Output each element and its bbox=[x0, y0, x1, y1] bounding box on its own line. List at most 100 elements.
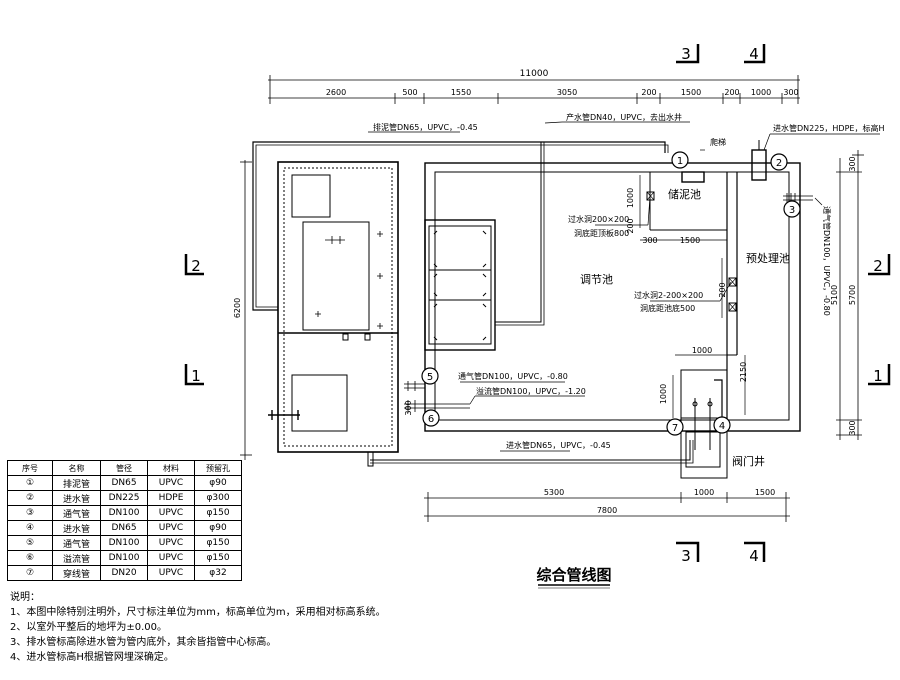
dim-top-seg-2: 500 bbox=[402, 88, 417, 97]
table-row: ④ 进水管 DN65 UPVC φ90 bbox=[7, 520, 242, 536]
table-row: ⑦ 穿线管 DN20 UPVC φ32 bbox=[7, 565, 242, 581]
legend-cell: ⑤ bbox=[7, 535, 53, 551]
legend-header: 材料 bbox=[147, 460, 195, 476]
legend-header: 管径 bbox=[100, 460, 148, 476]
legend-header: 名称 bbox=[52, 460, 101, 476]
legend-cell: ③ bbox=[7, 505, 53, 521]
section-label-top-3: 3 bbox=[681, 45, 691, 63]
dim-inner-1000-c: 1000 bbox=[659, 384, 668, 404]
legend-header: 预留孔 bbox=[194, 460, 242, 476]
circle-marker-4: 4 bbox=[713, 416, 731, 434]
dim-bottom-seg-3: 1500 bbox=[755, 488, 775, 497]
dim-inner-200-left: 200 bbox=[718, 282, 727, 297]
label-opening-1a: 过水洞200×200 bbox=[568, 214, 629, 224]
label-opening-2b: 洞底距池底500 bbox=[640, 303, 695, 313]
legend-cell: 进水管 bbox=[52, 520, 101, 536]
dim-top-seg-3: 1550 bbox=[451, 88, 471, 97]
dim-inner-1000-b: 1000 bbox=[692, 346, 712, 355]
circle-marker-7: 7 bbox=[666, 418, 684, 436]
section-marker-bottom-3 bbox=[676, 541, 700, 562]
section-label-left-2: 2 bbox=[191, 257, 201, 275]
svg-text:4: 4 bbox=[719, 421, 725, 432]
note-item: 4、进水管标高H根据管网埋深确定。 bbox=[10, 652, 174, 663]
dim-top-seg-6: 1500 bbox=[681, 88, 701, 97]
note-item: 1、本图中除特别注明外，尺寸标注单位为mm，标高单位为m，采用相对标高系统。 bbox=[10, 607, 386, 618]
legend-cell: φ90 bbox=[194, 520, 242, 536]
section-label-bottom-4: 4 bbox=[749, 547, 759, 565]
legend-cell: 穿线管 bbox=[52, 565, 101, 581]
legend-cell: ⑦ bbox=[7, 565, 53, 581]
leader-lines bbox=[368, 121, 880, 452]
dim-bottom-seg-2: 1000 bbox=[694, 488, 714, 497]
section-label-left-1: 1 bbox=[191, 367, 201, 385]
legend-cell: HDPE bbox=[147, 490, 195, 506]
legend-cell: 排泥管 bbox=[52, 475, 101, 491]
dim-top-seg-1: 2600 bbox=[326, 88, 346, 97]
dim-top-seg-9: 300 bbox=[783, 88, 798, 97]
section-marker-right-2 bbox=[868, 254, 891, 276]
sludge-pipe bbox=[252, 141, 669, 311]
legend-cell: DN20 bbox=[100, 565, 148, 581]
dim-top-seg-4: 3050 bbox=[557, 88, 577, 97]
svg-text:6: 6 bbox=[428, 414, 434, 425]
dim-inner-2150: 2150 bbox=[739, 362, 748, 382]
dim-top-seg-7: 200 bbox=[724, 88, 739, 97]
legend-cell: φ32 bbox=[194, 565, 242, 581]
legend-cell: φ150 bbox=[194, 505, 242, 521]
table-row: ⑤ 通气管 DN100 UPVC φ150 bbox=[7, 535, 242, 551]
svg-text:3: 3 bbox=[789, 205, 795, 216]
legend-cell: DN100 bbox=[100, 535, 148, 551]
label-sludge-tank: 储泥池 bbox=[668, 187, 701, 201]
dim-top-seg-5: 200 bbox=[641, 88, 656, 97]
dim-inner-1500: 1500 bbox=[680, 236, 700, 245]
legend-cell: DN100 bbox=[100, 505, 148, 521]
drawing-title: 综合管线图 bbox=[536, 566, 611, 584]
note-item: 2、以室外平整后的地坪为±0.00。 bbox=[10, 622, 168, 633]
dim-inner-300: 300 bbox=[642, 236, 657, 245]
label-adjust-tank: 调节池 bbox=[580, 273, 613, 286]
section-marker-left-2 bbox=[184, 254, 204, 276]
legend-cell: 进水管 bbox=[52, 490, 101, 506]
vent-pipe-3 bbox=[783, 193, 813, 203]
circle-marker-2: 2 bbox=[770, 153, 788, 171]
label-opening-2a: 过水洞2-200×200 bbox=[634, 290, 703, 300]
section-marker-top-3 bbox=[676, 44, 700, 64]
table-row: ① 排泥管 DN65 UPVC φ90 bbox=[7, 475, 242, 491]
legend-cell: φ300 bbox=[194, 490, 242, 506]
equipment-room bbox=[268, 161, 399, 453]
legend-cell: DN65 bbox=[100, 520, 148, 536]
dim-right-inner: 5100 bbox=[830, 285, 839, 305]
section-label-right-1: 1 bbox=[873, 367, 883, 385]
circle-marker-6: 6 bbox=[422, 409, 440, 427]
legend-cell: UPVC bbox=[147, 505, 195, 521]
dim-left-total: 6200 bbox=[233, 298, 242, 318]
dim-inner-300-left: 300 bbox=[404, 400, 413, 415]
legend-cell: 通气管 bbox=[52, 535, 101, 551]
label-sludge-pipe: 排泥管DN65，UPVC，-0.45 bbox=[373, 122, 478, 132]
label-product-pipe: 产水管DN40，UPVC，去出水井 bbox=[566, 112, 682, 122]
dim-right-small-bottom: 300 bbox=[848, 420, 857, 435]
legend-cell: UPVC bbox=[147, 475, 195, 491]
drawing-notes: 说明： 1、本图中除特别注明外，尺寸标注单位为mm，标高单位为m，采用相对标高系… bbox=[10, 590, 386, 665]
dim-inner-1000-a: 1000 bbox=[626, 188, 635, 208]
pipe-legend-table: 序号 名称 管径 材料 预留孔 ① 排泥管 DN65 UPVC φ90 ② 进水… bbox=[7, 460, 242, 581]
inlet-pipe-dn225 bbox=[751, 140, 767, 181]
label-overflow-pipe-6: 溢流管DN100，UPVC，-1.20 bbox=[476, 386, 586, 396]
inlet-pipe-dn65 bbox=[367, 440, 694, 467]
table-row: ② 进水管 DN225 HDPE φ300 bbox=[7, 490, 242, 506]
section-label-top-4: 4 bbox=[749, 45, 759, 63]
label-pretreat-tank: 预处理池 bbox=[746, 252, 790, 265]
legend-cell: 通气管 bbox=[52, 505, 101, 521]
circle-marker-1: 1 bbox=[671, 151, 689, 169]
legend-cell: φ150 bbox=[194, 535, 242, 551]
legend-header-row: 序号 名称 管径 材料 预留孔 bbox=[7, 460, 242, 476]
label-inlet-pipe-dn65: 进水管DN65，UPVC，-0.45 bbox=[506, 440, 611, 450]
top-dimension-lines bbox=[268, 75, 800, 104]
dim-top-seg-8: 1000 bbox=[751, 88, 771, 97]
legend-cell: DN100 bbox=[100, 550, 148, 566]
section-label-right-2: 2 bbox=[873, 257, 883, 275]
legend-cell: UPVC bbox=[147, 535, 195, 551]
dim-right-outer: 5700 bbox=[848, 285, 857, 305]
section-label-bottom-3: 3 bbox=[681, 547, 691, 565]
